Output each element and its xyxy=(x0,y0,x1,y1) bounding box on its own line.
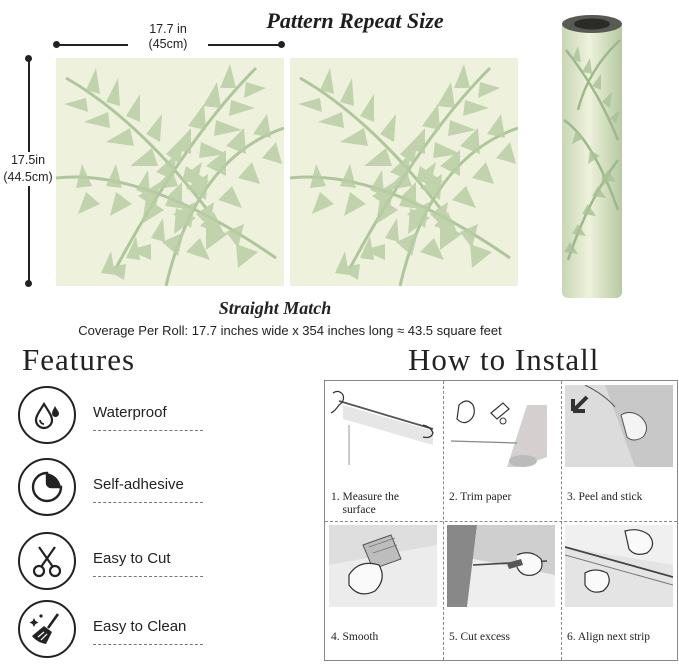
feature-divider xyxy=(93,644,203,645)
water-drops-icon xyxy=(34,401,59,430)
step-illustration xyxy=(447,525,555,607)
smooth-illustration xyxy=(329,525,437,607)
step-caption: 4. Smooth xyxy=(331,631,379,643)
install-steps-grid: 1. Measure the surface 2. Trim paper xyxy=(324,380,678,661)
scissors-icon xyxy=(32,546,62,578)
grid-divider xyxy=(561,381,562,660)
install-step-5: 5. Cut excess xyxy=(443,521,561,661)
feature-label: Easy to Cut xyxy=(93,550,171,567)
pattern-tile-right xyxy=(290,58,518,286)
height-dimension-label: 17.5in (44.5cm) xyxy=(0,152,56,186)
install-step-2: 2. Trim paper xyxy=(443,381,561,521)
step-caption: 6. Align next strip xyxy=(567,631,651,643)
step-caption: 3. Peel and stick xyxy=(567,491,643,503)
feature-divider xyxy=(93,576,203,577)
feature-divider xyxy=(93,430,203,431)
step-illustration xyxy=(447,385,555,467)
width-cm: (45cm) xyxy=(148,37,188,51)
peel-sticker-icon xyxy=(31,471,63,503)
grid-divider xyxy=(443,381,444,660)
feature-self-adhesive: Self-adhesive xyxy=(18,458,208,522)
measure-surface-illustration xyxy=(329,385,437,467)
feature-icon-circle xyxy=(18,532,76,590)
feature-label: Waterproof xyxy=(93,404,167,421)
step-caption: 2. Trim paper xyxy=(449,491,512,503)
height-inches: 17.5in xyxy=(10,153,46,167)
install-step-3: 3. Peel and stick xyxy=(561,381,679,521)
feature-easy-to-cut: Easy to Cut xyxy=(18,532,208,596)
straight-match-label: Straight Match xyxy=(218,298,332,318)
trim-paper-illustration xyxy=(447,385,555,467)
install-heading: How to Install xyxy=(408,342,600,377)
width-dimension-label: 17.7 in (45cm) xyxy=(128,22,208,52)
feature-label: Easy to Clean xyxy=(93,618,187,635)
grid-divider xyxy=(325,521,677,522)
install-step-4: 4. Smooth xyxy=(325,521,443,661)
feature-label: Self-adhesive xyxy=(93,476,184,493)
install-step-1: 1. Measure the surface xyxy=(325,381,443,521)
coverage-text: Coverage Per Roll: 17.7 inches wide x 35… xyxy=(78,323,502,338)
height-cm: (44.5cm) xyxy=(3,170,53,184)
step-illustration xyxy=(565,525,673,607)
pattern-repeat-title: Pattern Repeat Size xyxy=(266,8,444,33)
install-step-6: 6. Align next strip xyxy=(561,521,679,661)
step-illustration xyxy=(329,525,437,607)
feature-divider xyxy=(93,502,203,503)
wallpaper-roll-graphic xyxy=(562,15,622,298)
feature-icon-circle xyxy=(18,600,76,658)
step-illustration xyxy=(565,385,673,467)
pattern-tile-left xyxy=(56,58,284,286)
cut-excess-illustration xyxy=(447,525,555,607)
wallpaper-roll xyxy=(558,10,628,300)
width-inches: 17.7 in xyxy=(149,22,187,36)
broom-icon xyxy=(29,613,60,644)
feature-icon-circle xyxy=(18,386,76,444)
palm-leaf-pattern-graphic xyxy=(56,58,284,286)
features-heading: Features xyxy=(22,342,136,377)
palm-leaf-pattern-graphic xyxy=(290,58,518,286)
feature-easy-to-clean: Easy to Clean xyxy=(18,600,208,664)
step-caption: 5. Cut excess xyxy=(449,631,511,643)
feature-icon-circle xyxy=(18,458,76,516)
peel-and-stick-illustration xyxy=(565,385,673,467)
align-next-strip-illustration xyxy=(565,525,673,607)
step-illustration xyxy=(329,385,437,467)
step-caption: 1. Measure the surface xyxy=(331,491,400,516)
feature-waterproof: Waterproof xyxy=(18,386,208,450)
